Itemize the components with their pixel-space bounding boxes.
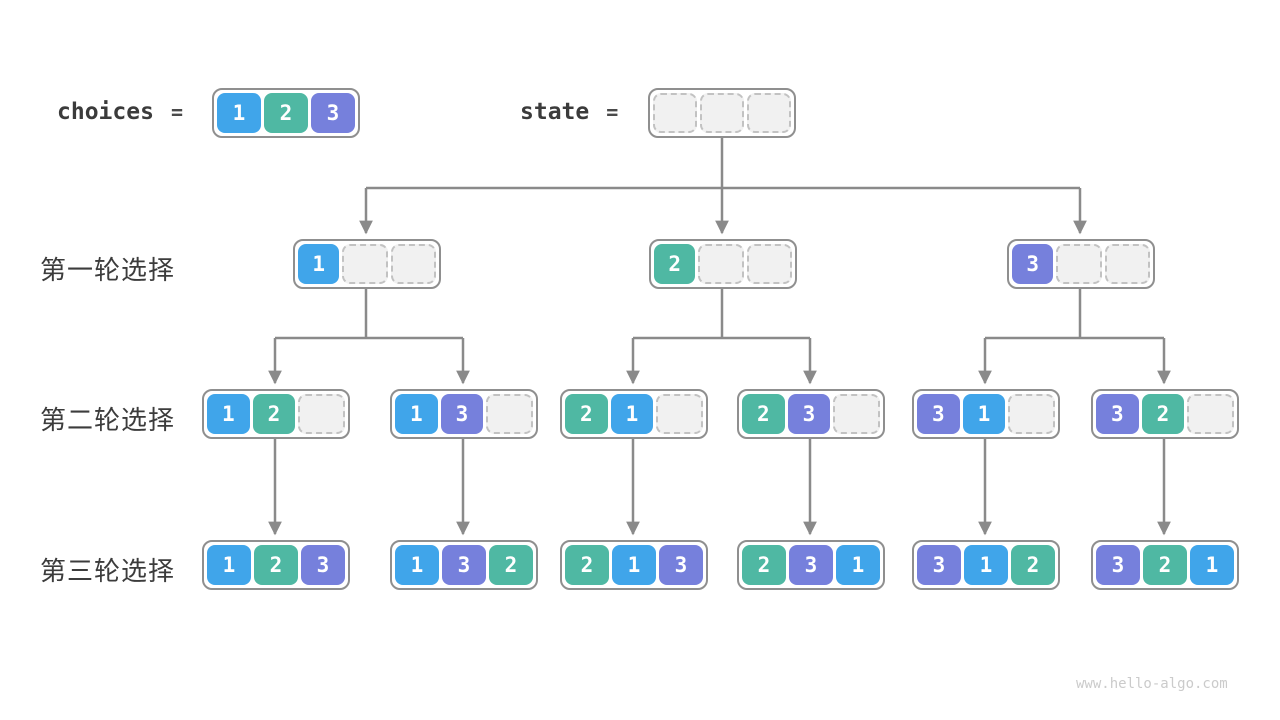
round-1-label: 第一轮选择 bbox=[40, 255, 176, 285]
array-cell: 1 bbox=[964, 545, 1008, 585]
array-cell: 3 bbox=[440, 394, 484, 434]
state-array-r1-1: 1 bbox=[293, 239, 441, 289]
state-array-r1-2: 2 bbox=[649, 239, 797, 289]
array-cell: 1 bbox=[395, 394, 438, 434]
watermark: www.hello-algo.com bbox=[1076, 676, 1228, 692]
array-cell: 2 bbox=[742, 394, 785, 434]
round-3-label: 第三轮选择 bbox=[40, 556, 176, 586]
array-cell: 1 bbox=[610, 394, 654, 434]
array-cell: 2 bbox=[254, 545, 298, 585]
choices-header: choices = bbox=[57, 88, 183, 136]
empty-cell bbox=[1056, 244, 1102, 284]
array-cell: 3 bbox=[1096, 545, 1140, 585]
empty-cell bbox=[698, 244, 744, 284]
state-header: state = bbox=[520, 88, 618, 136]
empty-cell bbox=[656, 394, 704, 434]
array-cell: 3 bbox=[917, 545, 961, 585]
state-label: state bbox=[520, 99, 590, 125]
array-cell: 1 bbox=[207, 394, 250, 434]
array-cell: 2 bbox=[264, 93, 308, 133]
array-cell: 3 bbox=[301, 545, 345, 585]
empty-cell bbox=[1104, 244, 1150, 284]
empty-cell bbox=[486, 394, 534, 434]
array-cell: 1 bbox=[207, 545, 251, 585]
state-equals-sign: = bbox=[606, 100, 619, 124]
array-cell: 1 bbox=[217, 93, 261, 133]
state-array-r1-3: 3 bbox=[1007, 239, 1155, 289]
round-2-label: 第二轮选择 bbox=[40, 405, 176, 435]
array-cell: 1 bbox=[395, 545, 439, 585]
array-cell: 3 bbox=[659, 545, 703, 585]
array-cell: 1 bbox=[962, 394, 1006, 434]
empty-cell bbox=[1008, 394, 1056, 434]
empty-cell bbox=[833, 394, 881, 434]
empty-cell bbox=[700, 93, 744, 133]
empty-cell bbox=[342, 244, 388, 284]
array-cell: 3 bbox=[1012, 244, 1054, 284]
empty-cell bbox=[653, 93, 697, 133]
empty-cell bbox=[298, 394, 346, 434]
array-cell: 1 bbox=[1190, 545, 1234, 585]
array-cell: 1 bbox=[836, 545, 880, 585]
array-cell: 1 bbox=[298, 244, 340, 284]
empty-cell bbox=[746, 244, 792, 284]
choices-equals-sign: = bbox=[170, 100, 183, 124]
array-cell: 3 bbox=[1096, 394, 1139, 434]
array-cell: 2 bbox=[742, 545, 786, 585]
array-cell: 3 bbox=[311, 93, 355, 133]
array-cell: 2 bbox=[489, 545, 533, 585]
array-cell: 2 bbox=[1011, 545, 1055, 585]
array-cell: 2 bbox=[1141, 394, 1185, 434]
state-array bbox=[648, 88, 796, 138]
array-cell: 3 bbox=[917, 394, 960, 434]
empty-cell bbox=[390, 244, 436, 284]
array-cell: 3 bbox=[789, 545, 833, 585]
array-cell: 2 bbox=[565, 394, 608, 434]
array-cell: 3 bbox=[787, 394, 831, 434]
choices-label: choices bbox=[57, 99, 154, 125]
empty-cell bbox=[1187, 394, 1235, 434]
array-cell: 1 bbox=[612, 545, 656, 585]
array-cell: 2 bbox=[654, 244, 696, 284]
array-cell: 2 bbox=[565, 545, 609, 585]
array-cell: 3 bbox=[442, 545, 486, 585]
array-cell: 2 bbox=[252, 394, 296, 434]
array-cell: 2 bbox=[1143, 545, 1187, 585]
empty-cell bbox=[747, 93, 791, 133]
